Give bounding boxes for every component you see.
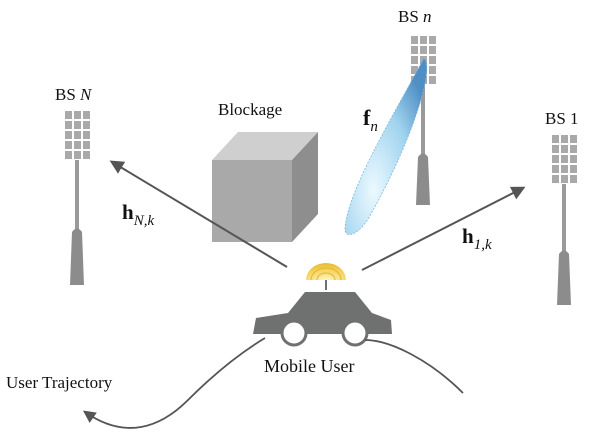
beam [344,57,428,235]
h-1-label: h1,k [462,224,492,253]
user-trajectory: User Trajectory [6,337,464,429]
base-station-icon [552,135,577,305]
mobile-user: Mobile User [253,263,392,376]
bs-N-label: BS N [55,85,93,104]
base-station-icon [65,111,90,285]
signal-wave-icon [306,263,346,290]
beam-icon [344,57,428,235]
base-station-N: BS N [55,85,93,285]
f-n-label: fn [363,105,378,135]
blockage: Blockage [212,100,318,242]
bs-n-label: BS n [398,7,432,26]
channel-arrow-N [109,160,288,268]
user-trajectory-label: User Trajectory [6,373,113,392]
mobile-user-label: Mobile User [264,356,354,376]
car-icon [253,292,392,347]
h-N-label: hN,k [122,200,154,229]
bs-1-label: BS 1 [545,109,579,128]
cube-icon [212,132,318,242]
channel-arrow-1 [361,186,526,271]
blockage-label: Blockage [218,100,282,119]
base-station-1: BS 1 [545,109,579,305]
